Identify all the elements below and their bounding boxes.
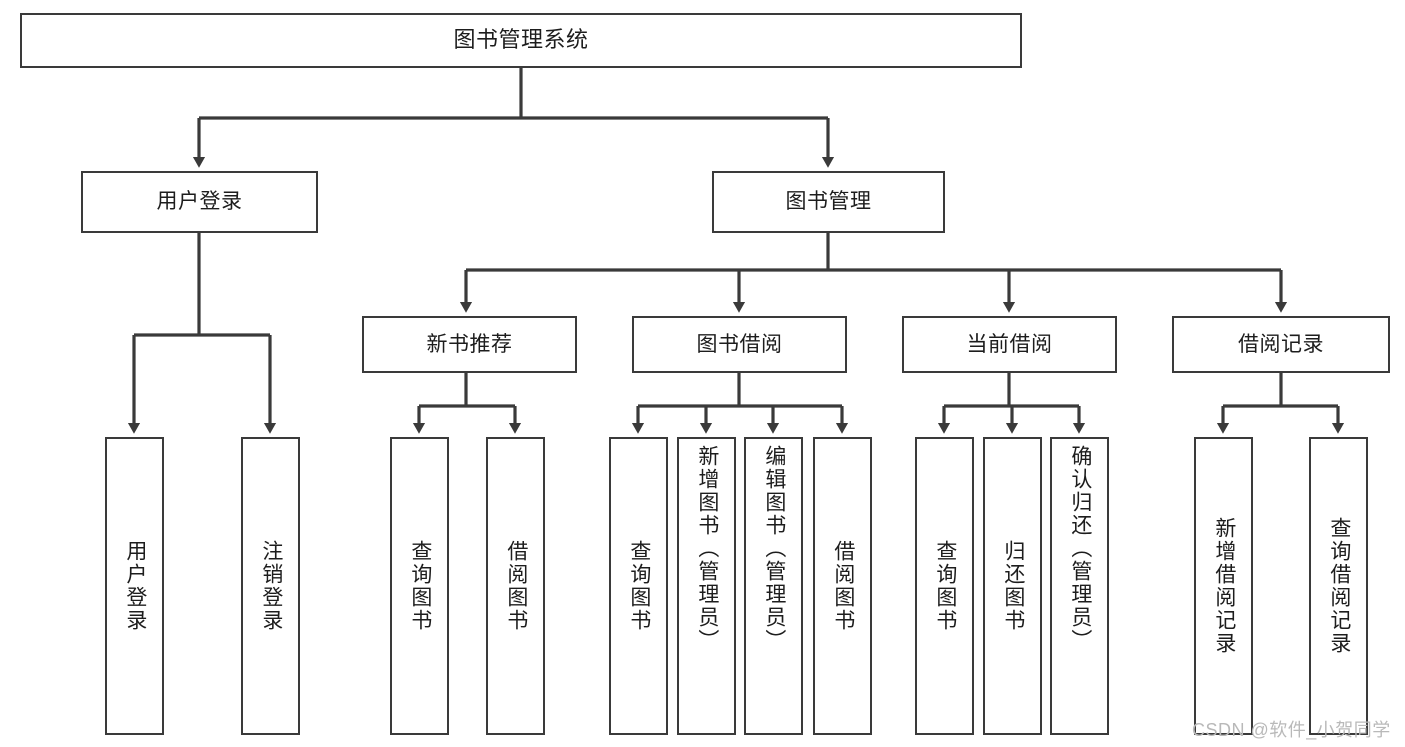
leaf-return-book[interactable]: 归还图书 [983,437,1042,735]
leaf-query-book-3[interactable]: 查询图书 [915,437,974,735]
leaf-confirm-return-admin-label: 确认归还（管理员） [1068,445,1092,652]
leaf-edit-book-admin-label: 编辑图书（管理员） [762,445,786,652]
leaf-add-borrow-record[interactable]: 新增借阅记录 [1194,437,1253,735]
node-new-book-recommend-label: 新书推荐 [426,332,513,356]
leaf-query-book-2[interactable]: 查询图书 [609,437,668,735]
node-user-login[interactable]: 用户登录 [81,171,318,233]
leaf-add-borrow-record-label: 新增借阅记录 [1212,517,1236,655]
node-current-borrow-label: 当前借阅 [966,332,1053,356]
leaf-return-book-label: 归还图书 [1001,540,1025,632]
leaf-query-book-2-label: 查询图书 [627,540,651,632]
node-borrow-record-label: 借阅记录 [1238,332,1324,356]
leaf-borrow-book-2[interactable]: 借阅图书 [813,437,872,735]
leaf-logout-label: 注销登录 [259,540,283,632]
leaf-query-book-1[interactable]: 查询图书 [390,437,449,735]
leaf-edit-book-admin[interactable]: 编辑图书（管理员） [744,437,803,735]
leaf-logout[interactable]: 注销登录 [241,437,300,735]
leaf-confirm-return-admin[interactable]: 确认归还（管理员） [1050,437,1109,735]
node-new-book-recommend[interactable]: 新书推荐 [362,316,577,373]
node-current-borrow[interactable]: 当前借阅 [902,316,1117,373]
leaf-query-book-3-label: 查询图书 [933,540,957,632]
leaf-user-login-label: 用户登录 [123,540,147,632]
node-book-manage[interactable]: 图书管理 [712,171,945,233]
node-book-manage-label: 图书管理 [785,190,872,214]
node-book-borrow[interactable]: 图书借阅 [632,316,847,373]
node-book-borrow-label: 图书借阅 [696,332,783,356]
leaf-query-borrow-record[interactable]: 查询借阅记录 [1309,437,1368,735]
leaf-query-book-1-label: 查询图书 [408,540,432,632]
leaf-borrow-book-1-label: 借阅图书 [504,540,528,632]
node-borrow-record[interactable]: 借阅记录 [1172,316,1390,373]
leaf-borrow-book-2-label: 借阅图书 [831,540,855,632]
leaf-add-book-admin-label: 新增图书（管理员） [695,445,719,652]
node-root[interactable]: 图书管理系统 [20,13,1022,68]
leaf-add-book-admin[interactable]: 新增图书（管理员） [677,437,736,735]
leaf-query-borrow-record-label: 查询借阅记录 [1327,517,1351,655]
node-user-login-label: 用户登录 [156,190,243,214]
csdn-watermark: CSDN @软件_小贺同学 [1192,720,1391,740]
leaf-user-login[interactable]: 用户登录 [105,437,164,735]
leaf-borrow-book-1[interactable]: 借阅图书 [486,437,545,735]
node-root-label: 图书管理系统 [453,27,589,53]
